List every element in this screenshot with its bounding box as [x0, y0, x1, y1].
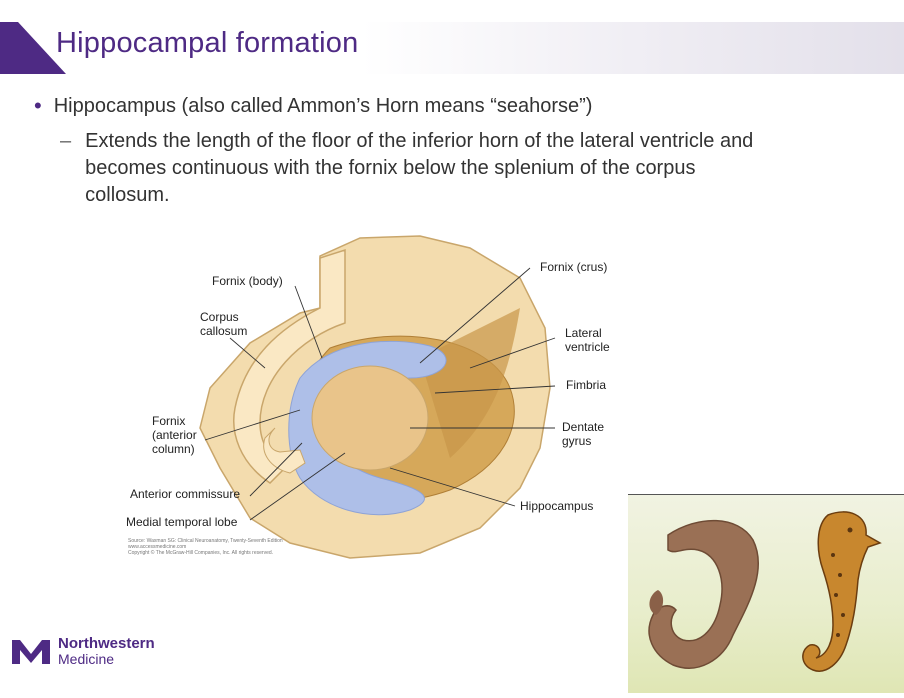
- source-citation: Source: Waxman SG: Clinical Neuroanatomy…: [128, 538, 283, 544]
- label-fornix-body: Fornix (body): [212, 274, 283, 288]
- photo-drawing: [648, 511, 882, 672]
- label-anterior-commissure: Anterior commissure: [130, 487, 241, 501]
- label-fornix-crus: Fornix (crus): [540, 260, 608, 274]
- label-dentate-gyrus: Dentate gyrus: [562, 420, 605, 448]
- sub-bullet-item: – Extends the length of the floor of the…: [60, 128, 780, 209]
- logo-name-line1: Northwestern: [58, 635, 155, 652]
- northwestern-medicine-logo: Northwestern Medicine: [10, 636, 155, 666]
- source-url: www.accessmedicine.com: [128, 544, 187, 550]
- label-lateral-ventricle: Lateral ventricle: [565, 326, 610, 354]
- diagram-drawing: [199, 235, 556, 559]
- bullet-dot: •: [34, 93, 42, 118]
- sub-bullet-text: Extends the length of the floor of the i…: [85, 130, 754, 206]
- hippocampus-diagram: Fornix (body) Fornix (crus) Corpus callo…: [100, 228, 640, 568]
- logo-text: Northwestern Medicine: [58, 635, 155, 667]
- figure-source: Source: Waxman SG: Clinical Neuroanatomy…: [128, 538, 388, 556]
- logo-name-line2: Medicine: [58, 651, 115, 667]
- label-fornix-anterior-column: Fornix (anterior column): [152, 414, 197, 456]
- bullet-text: Hippocampus (also called Ammon’s Horn me…: [53, 95, 593, 117]
- label-medial-temporal-lobe: Medial temporal lobe: [126, 515, 238, 529]
- title-bar: [0, 22, 904, 74]
- label-hippocampus: Hippocampus: [520, 499, 594, 513]
- title-accent-bar: [0, 22, 18, 74]
- logo-mark-icon: [12, 640, 50, 664]
- source-copyright: Copyright © The McGraw-Hill Companies, I…: [128, 550, 274, 556]
- hippocampus-seahorse-photo: [628, 494, 904, 693]
- sub-bullet-dash: –: [60, 130, 72, 152]
- title-accent: [18, 22, 66, 74]
- bullet-item: • Hippocampus (also called Ammon’s Horn …: [34, 95, 592, 118]
- label-corpus-callosum: Corpus callosum: [200, 310, 248, 338]
- slide-title: Hippocampal formation: [56, 27, 359, 59]
- label-fimbria: Fimbria: [566, 378, 607, 392]
